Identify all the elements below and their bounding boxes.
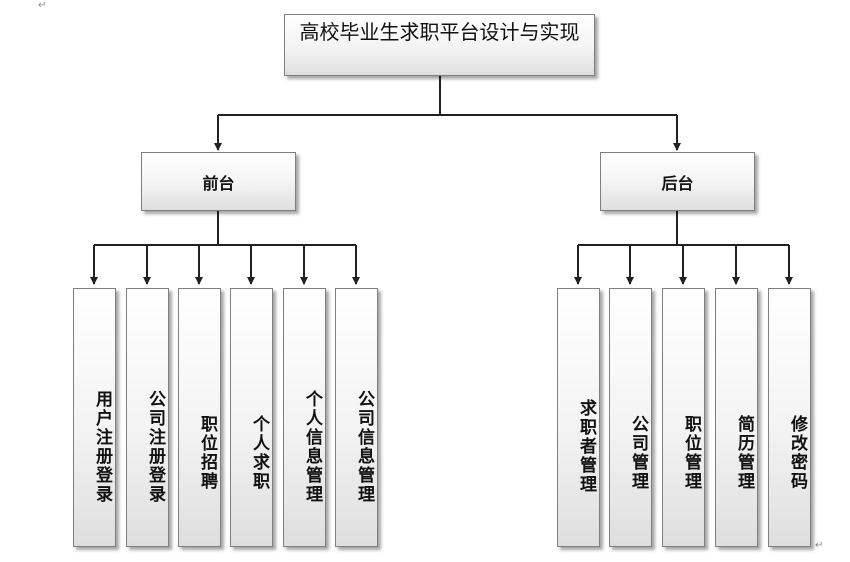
frontend-node-label: 前台	[202, 173, 235, 193]
frontend-leaf-node: 个人求职	[230, 288, 273, 547]
backend-leaf-node: 公司管理	[609, 288, 652, 547]
backend-node-label: 后台	[661, 173, 694, 193]
frontend-leaf-node: 职位招聘	[178, 288, 221, 547]
backend-leaf-label: 职位管理	[681, 414, 701, 491]
paragraph-mark-bottom: ↵	[815, 540, 824, 551]
frontend-node: 前台	[141, 152, 296, 211]
frontend-leaf-label: 个人信息管理	[302, 389, 322, 504]
frontend-leaf-label: 公司注册登录	[145, 389, 165, 504]
frontend-leaf-label: 用户注册登录	[92, 389, 112, 504]
backend-leaf-node: 简历管理	[715, 288, 758, 547]
frontend-leaf-node: 用户注册登录	[73, 288, 116, 547]
frontend-leaf-label: 职位招聘	[197, 414, 217, 491]
backend-leaf-label: 公司管理	[628, 414, 648, 491]
backend-leaf-label: 修改密码	[787, 414, 807, 491]
root-node-label: 高校毕业生求职平台设计与实现	[299, 20, 580, 44]
frontend-leaf-node: 公司注册登录	[126, 288, 169, 547]
frontend-leaf-node: 个人信息管理	[283, 288, 326, 547]
backend-leaf-label: 求职者管理	[576, 399, 596, 494]
paragraph-mark-top: ↵	[38, 0, 47, 11]
frontend-leaf-label: 公司信息管理	[354, 389, 374, 504]
frontend-leaf-label: 个人求职	[249, 414, 269, 491]
backend-leaf-node: 职位管理	[662, 288, 705, 547]
backend-leaf-label: 简历管理	[734, 414, 754, 491]
backend-leaf-node: 求职者管理	[557, 288, 600, 547]
frontend-leaf-node: 公司信息管理	[335, 288, 378, 547]
root-node: 高校毕业生求职平台设计与实现	[284, 14, 595, 76]
backend-node: 后台	[600, 152, 755, 211]
backend-leaf-node: 修改密码	[768, 288, 811, 547]
